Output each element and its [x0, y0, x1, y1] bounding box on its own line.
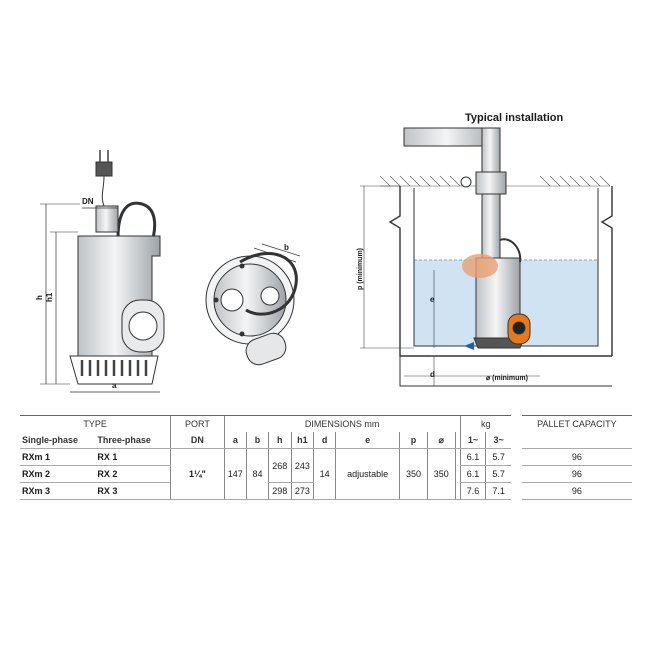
cell-three: RX 3	[95, 482, 171, 500]
pump-front-view	[40, 150, 165, 393]
cell-e: adjustable	[335, 448, 400, 500]
header-b: b	[246, 432, 269, 449]
label-a: a	[112, 381, 117, 390]
cell-single: RXm 1	[20, 448, 96, 466]
cell-pallet: 96	[521, 465, 632, 483]
header-three-phase: Three-phase	[95, 432, 171, 449]
cell-h1: 273	[290, 482, 314, 500]
installation-title: Typical installation	[465, 112, 563, 124]
cell-pallet: 96	[521, 448, 632, 466]
cell-p: 350	[399, 448, 428, 500]
cell-h: 268	[268, 448, 292, 483]
label-e: e	[430, 295, 435, 304]
header-single-phase: Single-phase	[20, 432, 96, 449]
label-h1: h1	[45, 292, 54, 302]
header-e: e	[335, 432, 400, 449]
cell-h1: 243	[290, 448, 314, 483]
cell-d: 14	[313, 448, 336, 500]
cell-single: RXm 3	[20, 482, 96, 500]
cell-three: RX 1	[95, 448, 171, 466]
header-kg-1: 1~	[459, 432, 486, 449]
header-pallet: PALLET CAPACITY	[521, 415, 632, 432]
cell-kg-1: 6.1	[459, 448, 486, 466]
header-d: d	[313, 432, 336, 449]
header-dn: DN	[170, 432, 225, 449]
cell-kg-3: 5.7	[485, 448, 511, 466]
specification-table: TYPE PORT DIMENSIONS mm kg PALLET CAPACI…	[20, 415, 632, 500]
label-diam: ⌀ (minimum)	[486, 375, 528, 382]
cell-h: 298	[268, 482, 292, 500]
header-p: p	[399, 432, 428, 449]
label-b: b	[284, 243, 289, 252]
cell-dn: 1¼"	[170, 448, 225, 500]
pump-top-view	[205, 243, 301, 366]
cell-pallet: 96	[521, 482, 632, 500]
cell-three: RX 2	[95, 465, 171, 483]
cell-b: 84	[246, 448, 269, 500]
label-h: h	[35, 295, 44, 300]
cell-kg-1: 7.6	[459, 482, 486, 500]
header-port: PORT	[170, 415, 225, 432]
table-row: RXm 1 RX 1 1¼" 147 84 268 243 14 adjusta…	[20, 448, 632, 500]
cell-kg-1: 6.1	[459, 465, 486, 483]
cell-single: RXm 2	[20, 465, 96, 483]
header-dimensions: DIMENSIONS mm	[223, 415, 461, 432]
header-type: TYPE	[20, 415, 171, 432]
cell-kg-3: 5.7	[485, 465, 511, 483]
table-row: RXm 3 RX 3 298 273 7.6 7.1 96	[20, 482, 632, 500]
cell-kg-3: 7.1	[485, 482, 511, 500]
header-a: a	[223, 432, 247, 449]
label-dn: DN	[82, 197, 94, 206]
cell-diam: 350	[426, 448, 456, 500]
header-kg-3: 3~	[485, 432, 511, 449]
label-p: p (minimum)	[357, 248, 364, 290]
header-diam: ⌀	[426, 432, 456, 449]
technical-drawings: DN h1 h a b Typical installation	[35, 112, 613, 393]
cell-a: 147	[223, 448, 247, 500]
installation-drawing	[360, 127, 613, 387]
header-h1: h1	[290, 432, 314, 449]
table-row: RXm 2 RX 2 6.1 5.7 96	[20, 465, 632, 483]
header-kg: kg	[459, 415, 511, 432]
label-d: d	[430, 370, 435, 379]
header-h: h	[268, 432, 292, 449]
